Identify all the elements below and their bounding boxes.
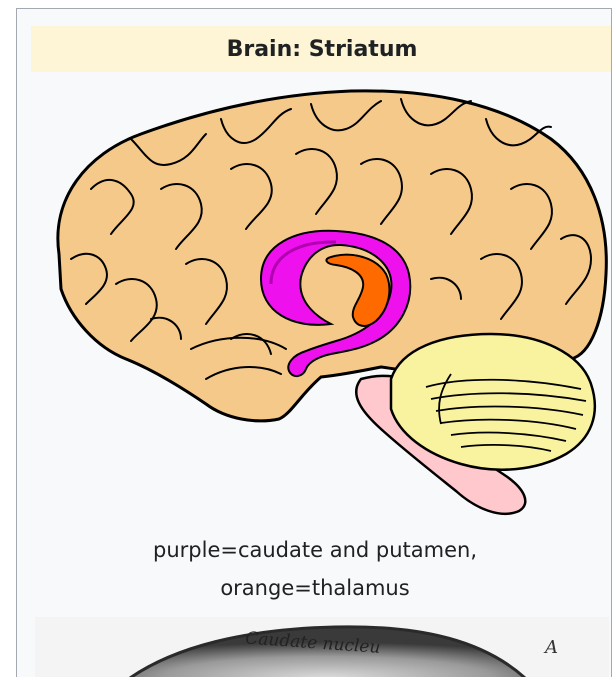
anatomy-photo-image[interactable]: Caudate nucleu A	[35, 617, 609, 677]
infobox: Brain: Striatum	[16, 8, 612, 677]
figure-caption: purple=caudate and putamen, orange=thala…	[17, 531, 612, 607]
infobox-title-bar: Brain: Striatum	[31, 26, 612, 72]
infobox-title: Brain: Striatum	[227, 37, 418, 62]
caption-line-1: purple=caudate and putamen,	[17, 531, 612, 569]
caption-line-2: orange=thalamus	[17, 569, 612, 607]
photo-label-letter: A	[543, 637, 558, 658]
brain-diagram-image[interactable]	[31, 79, 612, 525]
